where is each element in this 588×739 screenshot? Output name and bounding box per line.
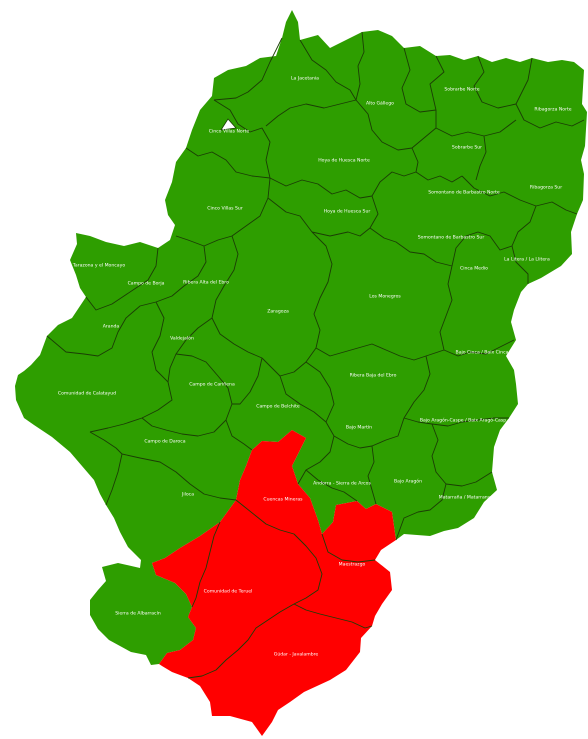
region-label: Campo de Borja xyxy=(128,281,165,287)
region-label: Somontano de Barbastro Sur xyxy=(418,235,485,241)
region-label: Matarraña / Matarranya xyxy=(439,495,494,501)
region-label: La Jacetania xyxy=(291,76,319,82)
region-label: Ribagorza Sur xyxy=(530,185,562,191)
region-label: Sobrarbe Norte xyxy=(444,87,479,93)
enclave-white xyxy=(220,118,237,131)
region-labels: La Jacetania Alto Gállego Sobrarbe Norte… xyxy=(58,76,572,658)
region-label: Campo de Cariñena xyxy=(189,382,235,388)
region-label: Hoya de Huesca Norte xyxy=(318,158,370,164)
region-label: Maestrazgo xyxy=(339,562,366,568)
region-label: Ribera Alta del Ebro xyxy=(183,280,229,286)
region-label: Bajo Aragón xyxy=(394,478,422,485)
region-label: Sobrarbe Sur xyxy=(452,145,482,151)
region-label: Tarazona y el Moncayo xyxy=(72,263,125,269)
region-label: Hoya de Huesca Sur xyxy=(324,209,371,215)
map-region-green xyxy=(15,10,587,665)
map-region-red xyxy=(152,430,396,736)
region-label: Aranda xyxy=(103,324,120,330)
region-label: Zaragoza xyxy=(267,309,289,315)
region-label: Bajo Martín xyxy=(346,424,372,431)
region-label: Ribagorza Norte xyxy=(534,107,571,113)
region-label: Campo de Belchite xyxy=(256,404,300,410)
region-label: Comunidad de Teruel xyxy=(204,589,253,595)
region-label: Bajo Aragón-Caspe / Baix Aragó-Casp xyxy=(420,417,506,424)
region-label: Comunidad de Calatayud xyxy=(58,391,116,397)
region-label: Cuencas Mineras xyxy=(263,497,303,503)
region-label: Campo de Daroca xyxy=(144,439,185,445)
region-label: Sierra de Albarracín xyxy=(115,610,161,617)
region-label: La Litera / La Llitera xyxy=(504,257,550,263)
region-label: Alto Gállego xyxy=(366,100,394,107)
region-label: Valdejalón xyxy=(170,335,194,342)
region-borders xyxy=(46,31,585,679)
region-label: Cinco Villas Sur xyxy=(207,206,243,212)
region-label: Los Monegros xyxy=(369,294,401,300)
region-label: Jiloca xyxy=(181,492,194,498)
region-label: Andorra - Sierra de Arcos xyxy=(313,481,371,487)
region-label: Gúdar - Javalambre xyxy=(274,651,319,658)
region-label: Bajo Cinca / Baix Cinca xyxy=(456,350,509,356)
region-label: Cinca Medio xyxy=(460,266,488,272)
region-label: Cinco Villas Norte xyxy=(209,129,250,135)
region-label: Somontano de Barbastro Norte xyxy=(428,190,500,196)
region-label: Ribera Baja del Ebro xyxy=(350,373,397,379)
